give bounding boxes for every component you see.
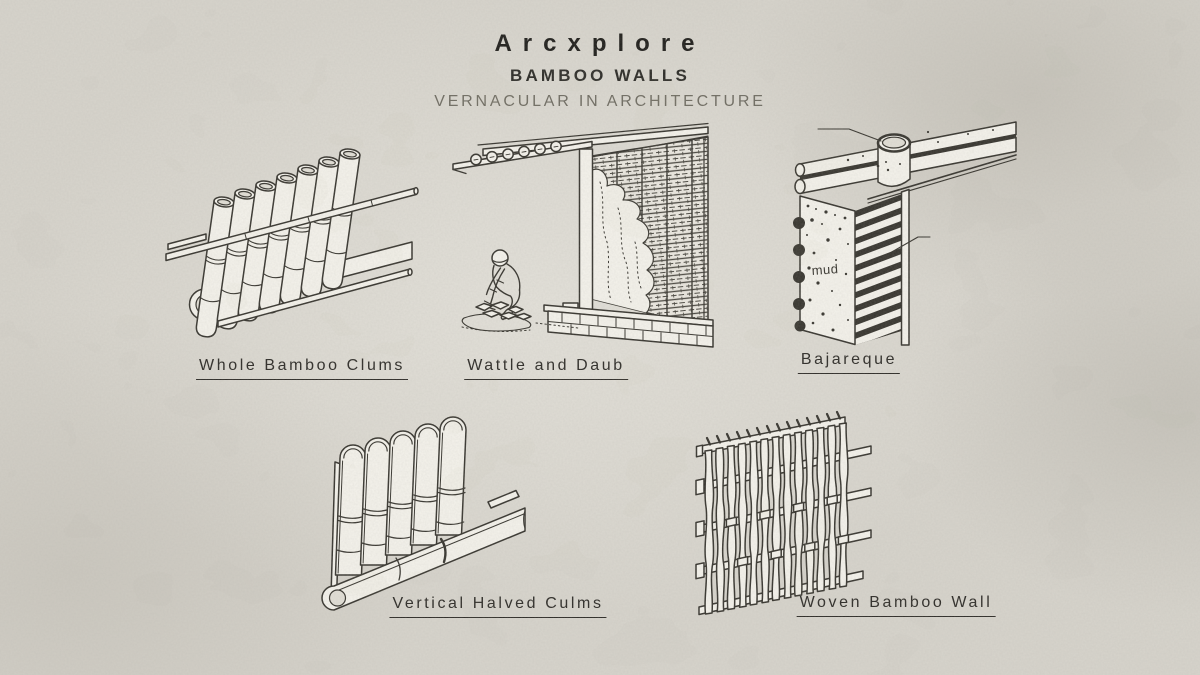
caption-wattle-and-daub: Wattle and Daub [464,357,628,380]
bajareque-illustration: mud [793,121,1017,346]
poster-title: BAMBOO WALLS [509,66,691,85]
figure-wattle-and-daub [450,120,715,365]
caption-woven-bamboo-wall: Woven Bamboo Wall [796,594,996,617]
poster-subtitle: VERNACULAR IN ARCHITECTURE [434,93,766,110]
whole-bamboo-culms-illustration [165,147,419,339]
figure-bajareque: mud [788,102,1023,353]
caption-bajareque: Bajareque [797,351,901,374]
caption-whole-bamboo-culms: Whole Bamboo Clums [196,357,408,380]
brand-title: Arcxplore [494,30,706,57]
mud-annotation: mud [811,261,839,278]
figure-whole-bamboo-culms [158,128,443,363]
vertical-halved-culms-illustration [321,416,526,611]
poster-header: Arcxplore BAMBOO WALLS VERNACULAR IN ARC… [0,0,1200,111]
wattle-and-daub-illustration [452,122,714,348]
caption-vertical-halved-culms: Vertical Halved Culms [389,595,607,618]
